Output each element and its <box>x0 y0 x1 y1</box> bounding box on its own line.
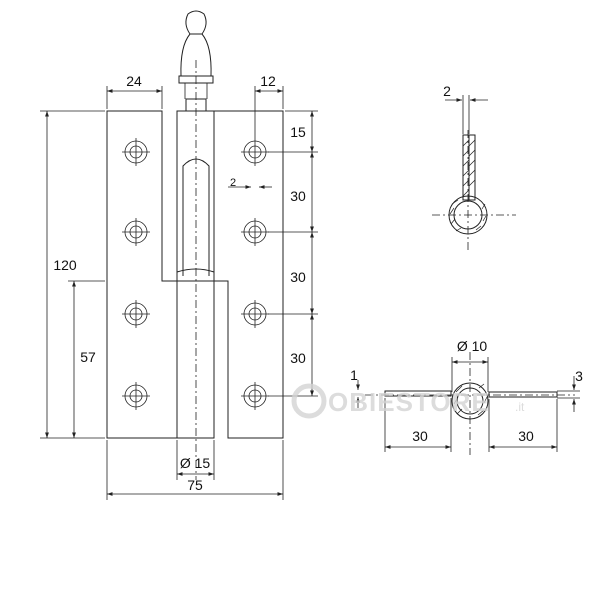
left-leaf <box>106 110 178 439</box>
svg-text:OBIESTORE: OBIESTORE <box>328 387 490 417</box>
watermark-logo: OBIESTORE .it <box>291 383 525 419</box>
dim-top-spacing: 15 <box>290 124 306 140</box>
screw-hole <box>122 300 150 328</box>
screw-hole <box>241 218 269 246</box>
dim-left-length: 30 <box>412 428 428 444</box>
section-view: Ø 10 1 3 30 30 <box>350 338 583 455</box>
dim-right-length: 30 <box>518 428 534 444</box>
screw-holes-left <box>122 138 150 410</box>
screw-hole <box>241 138 269 166</box>
svg-text:.it: .it <box>515 400 525 414</box>
dimension-lines <box>45 89 314 496</box>
front-view: 24 12 120 57 15 30 30 30 2 Ø 15 75 <box>40 10 318 500</box>
screw-hole <box>122 218 150 246</box>
dim-total-width: 75 <box>187 477 203 493</box>
dim-lower-height: 57 <box>80 349 96 365</box>
screw-hole <box>122 138 150 166</box>
screw-holes-right <box>241 138 269 410</box>
screw-hole <box>241 300 269 328</box>
side-view: 2 <box>432 83 516 252</box>
right-leaf <box>177 110 284 439</box>
dim-pin-diameter: Ø 15 <box>180 455 211 471</box>
dim-edge-offset: 12 <box>260 73 276 89</box>
dim-thickness: 2 <box>443 83 451 99</box>
pin-shoulder <box>176 268 215 282</box>
dim-right-thickness: 3 <box>575 368 583 384</box>
dim-section-diameter: Ø 10 <box>457 338 488 354</box>
dim-left-thickness: 1 <box>350 367 358 383</box>
dim-spacing-1: 30 <box>290 188 306 204</box>
dim-height: 120 <box>53 257 77 273</box>
finial-knob <box>178 10 214 112</box>
dim-spacing-2: 30 <box>290 269 306 285</box>
dim-spacing-3: 30 <box>290 350 306 366</box>
dim-small-offset: 2 <box>230 177 236 189</box>
screw-hole <box>241 382 269 410</box>
dim-leaf-width: 24 <box>126 73 142 89</box>
screw-hole <box>122 382 150 410</box>
